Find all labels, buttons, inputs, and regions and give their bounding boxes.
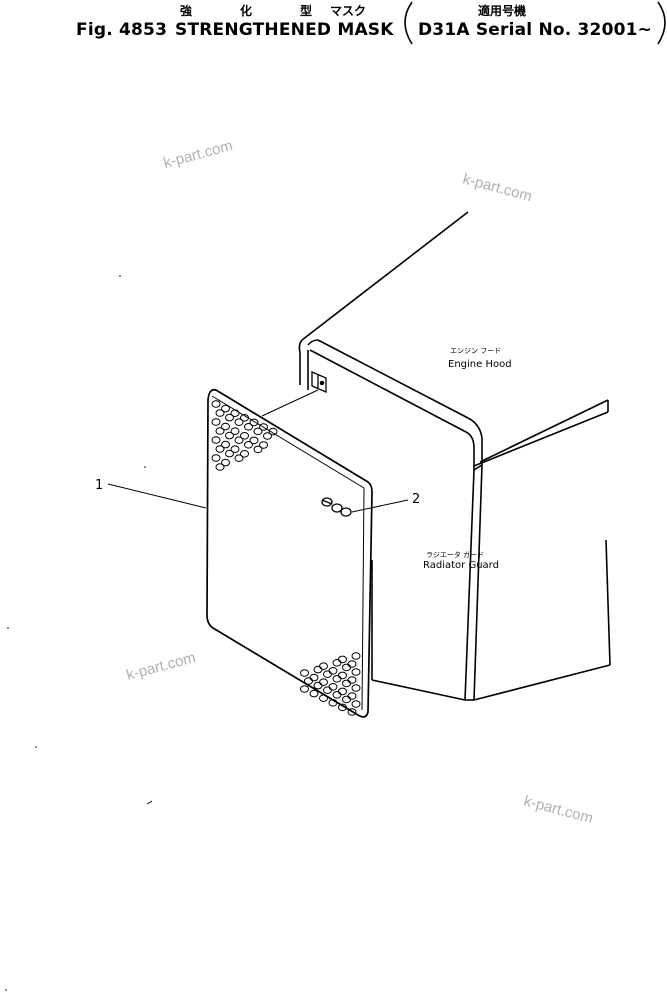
- callout-1-leader: [107, 483, 207, 509]
- perforation-hole: [230, 427, 240, 436]
- perforation-hole: [244, 423, 253, 431]
- perforation-hole: [323, 686, 332, 695]
- perforation-hole: [215, 463, 225, 471]
- perforation-holes-lower: [300, 652, 361, 716]
- perforation-hole: [351, 700, 361, 708]
- perforation-hole: [215, 427, 225, 435]
- perforation-hole: [342, 679, 351, 688]
- strengthened-mask-plate: [206, 388, 373, 718]
- scan-speck: [35, 746, 37, 748]
- scan-speck: [5, 989, 7, 991]
- perforation-hole: [342, 695, 351, 704]
- perforation-hole: [313, 681, 323, 690]
- title-jp-applicable: 適用号機: [478, 4, 527, 18]
- perforation-hole: [342, 663, 351, 672]
- watermark: k-part.com: [461, 170, 534, 205]
- radiator-guard-label-jp: ラジエータ ガード: [426, 550, 484, 559]
- perforation-hole: [244, 441, 253, 449]
- title-japanese: 強 化 型 マスク 適用号機: [0, 2, 667, 20]
- perforation-hole: [234, 436, 244, 445]
- perforation-hole: [221, 404, 230, 413]
- title-english: Fig. 4853 STRENGTHENED MASK D31A Serial …: [0, 20, 667, 44]
- perforation-hole: [225, 431, 234, 440]
- perforation-hole: [268, 427, 278, 436]
- title-jp-char-1: 強: [180, 4, 193, 18]
- paren-left: [404, 1, 413, 45]
- radiator-guard-label: Radiator Guard: [423, 560, 499, 571]
- figure-number: Fig. 4853: [76, 20, 168, 40]
- perforation-hole: [211, 418, 221, 426]
- perforation-hole: [259, 441, 268, 449]
- watermark: k-part.com: [522, 792, 595, 827]
- scan-speck: [7, 627, 9, 629]
- perforation-hole: [263, 432, 272, 440]
- perforation-hole: [230, 445, 240, 454]
- title-jp-char-3: 型: [300, 4, 313, 18]
- perforation-hole: [338, 703, 347, 712]
- perforation-hole: [225, 449, 234, 458]
- perforation-hole: [319, 694, 328, 703]
- engine-hood-body: [298, 211, 611, 701]
- title-jp-char-2: 化: [240, 4, 253, 18]
- callout-1: 1: [95, 478, 103, 493]
- perforation-hole: [249, 418, 259, 427]
- watermark: k-part.com: [162, 137, 235, 172]
- perforation-hole: [300, 685, 309, 693]
- scan-speck: [119, 275, 121, 277]
- engine-hood-label: Engine Hood: [448, 359, 512, 370]
- perforation-hole: [351, 652, 361, 660]
- perforation-hole: [215, 445, 225, 453]
- perforation-hole: [230, 409, 240, 418]
- perforation-hole: [211, 454, 221, 462]
- scan-speck: [144, 466, 146, 468]
- perforation-hole: [313, 665, 323, 674]
- scan-speck: [146, 800, 153, 805]
- perforation-hole: [309, 689, 319, 698]
- perforation-hole: [328, 699, 338, 707]
- figure-title: STRENGTHENED MASK: [175, 20, 394, 40]
- engine-hood-label-jp: エンジン フード: [450, 347, 501, 355]
- callout-2-leader: [351, 499, 409, 513]
- perforation-hole: [351, 684, 361, 692]
- perforation-hole: [221, 458, 230, 467]
- perforation-hole: [300, 669, 309, 677]
- perforation-hole: [351, 668, 361, 676]
- callout-2: 2: [412, 492, 420, 507]
- perforation-hole: [215, 409, 225, 417]
- bolt-cluster: [321, 497, 352, 517]
- perforation-hole: [225, 413, 234, 422]
- perforation-hole: [253, 445, 263, 454]
- perforation-hole: [240, 450, 249, 458]
- serial-range: D31A Serial No. 32001~: [418, 20, 653, 40]
- perforation-holes-upper: [211, 400, 278, 471]
- perforation-hole: [234, 454, 244, 463]
- title-jp-mask: マスク: [330, 4, 367, 18]
- perforation-hole: [347, 708, 357, 716]
- mounting-bracket: [311, 371, 327, 393]
- perforation-hole: [332, 675, 342, 683]
- perforation-hole: [332, 691, 342, 699]
- perforation-hole: [221, 440, 230, 449]
- paren-right: [657, 1, 666, 45]
- perforation-hole: [211, 400, 221, 408]
- perforation-hole: [240, 432, 249, 440]
- perforation-hole: [259, 423, 268, 431]
- watermark: k-part.com: [125, 649, 198, 684]
- perforation-hole: [249, 436, 259, 445]
- perforation-hole: [221, 422, 230, 431]
- perforation-hole: [253, 427, 263, 436]
- perforation-hole: [332, 659, 342, 667]
- perforation-hole: [304, 677, 313, 685]
- perforation-hole: [234, 418, 244, 427]
- perforation-hole: [240, 414, 249, 422]
- mounting-leader-line: [261, 389, 319, 417]
- perforation-hole: [323, 670, 332, 679]
- perforation-hole: [211, 436, 221, 444]
